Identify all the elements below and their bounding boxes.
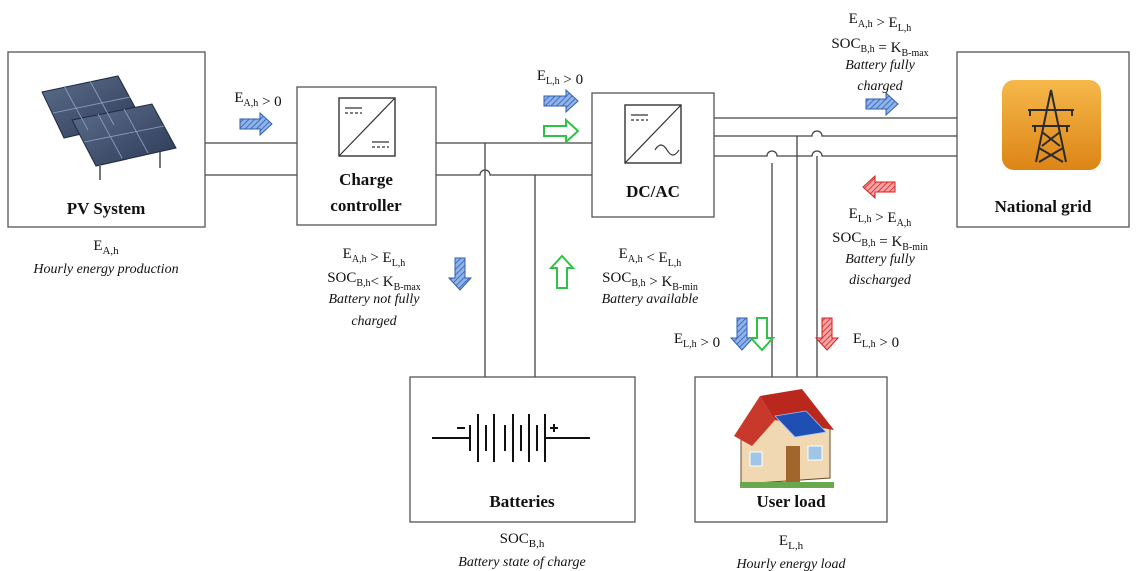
flow-arrows [239,88,899,352]
discharging-condition-3: Battery available [602,292,699,307]
national-grid-title: National grid [995,197,1092,216]
charging-condition-2: SOCB,h< KB-max [327,270,421,293]
import-arrow-icon [862,174,896,200]
charging-condition-4: charged [351,314,397,329]
battery-soc-symbol: SOCB,h [500,531,545,550]
pv-output-arrow-icon [239,111,273,137]
charge-controller-block: Charge controller [296,86,437,226]
load-supply-condition: EL,h > 0 [674,331,720,351]
pv-caption: Hourly energy production [32,262,178,277]
pv-output-condition: EA,h > 0 [234,90,281,110]
export-arrow-icon [865,91,899,117]
dc-dc-converter-icon [338,97,396,157]
wiring [205,117,957,377]
export-condition-1: EA,h > EL,h [849,11,912,34]
charge-controller-label-1: Charge [339,170,393,189]
grid-supply-arrow-icon [814,317,840,351]
batteries-title: Batteries [489,492,555,511]
export-condition-2: SOCB,h = KB-max [831,36,928,59]
national-grid-block: National grid [956,51,1130,228]
inverter-input-condition: EL,h > 0 [537,68,583,88]
export-condition-4: charged [857,79,903,94]
load-supply-green-arrow-icon [748,317,776,352]
batteries-box [409,376,636,523]
batteries-caption: Battery state of charge [458,555,585,570]
export-condition-3: Battery fully [845,58,915,73]
import-condition-2: SOCB,h = KB-min [832,230,928,253]
discharging-condition-2: SOCB,h > KB-min [602,270,698,293]
charging-condition-3: Battery not fully [329,292,421,307]
load-caption: Hourly energy load [735,557,846,571]
charge-controller-label-2: controller [330,196,402,215]
inverter-input-blue-arrow-icon [543,88,579,114]
discharging-arrow-icon [548,254,576,289]
solar-panel-icon [41,75,177,180]
load-supply-blue-arrow-icon [729,317,755,351]
pv-energy-symbol: EA,h [93,238,119,257]
house-icon [734,389,834,488]
import-condition-1: EL,h > EA,h [849,206,912,229]
dc-ac-inverter-icon [624,104,682,164]
user-load-block: User load [694,376,888,523]
pv-system-block: PV System [7,51,206,228]
pv-system-title: PV System [67,199,146,218]
user-load-title: User load [756,492,826,511]
import-condition-3: Battery fully [845,252,915,267]
inverter-input-green-arrow-icon [543,117,580,145]
power-tower-icon [1002,80,1101,170]
inverter-title: DC/AC [626,182,680,201]
import-condition-4: discharged [849,273,912,288]
battery-icon [432,414,590,462]
charging-arrow-icon [447,257,473,291]
load-energy-symbol: EL,h [779,533,804,552]
grid-supply-condition: EL,h > 0 [853,331,899,351]
batteries-block: Batteries [409,376,636,523]
charging-condition-1: EA,h > EL,h [343,246,406,269]
discharging-condition-1: EA,h < EL,h [619,246,682,269]
inverter-block: DC/AC [591,92,715,218]
